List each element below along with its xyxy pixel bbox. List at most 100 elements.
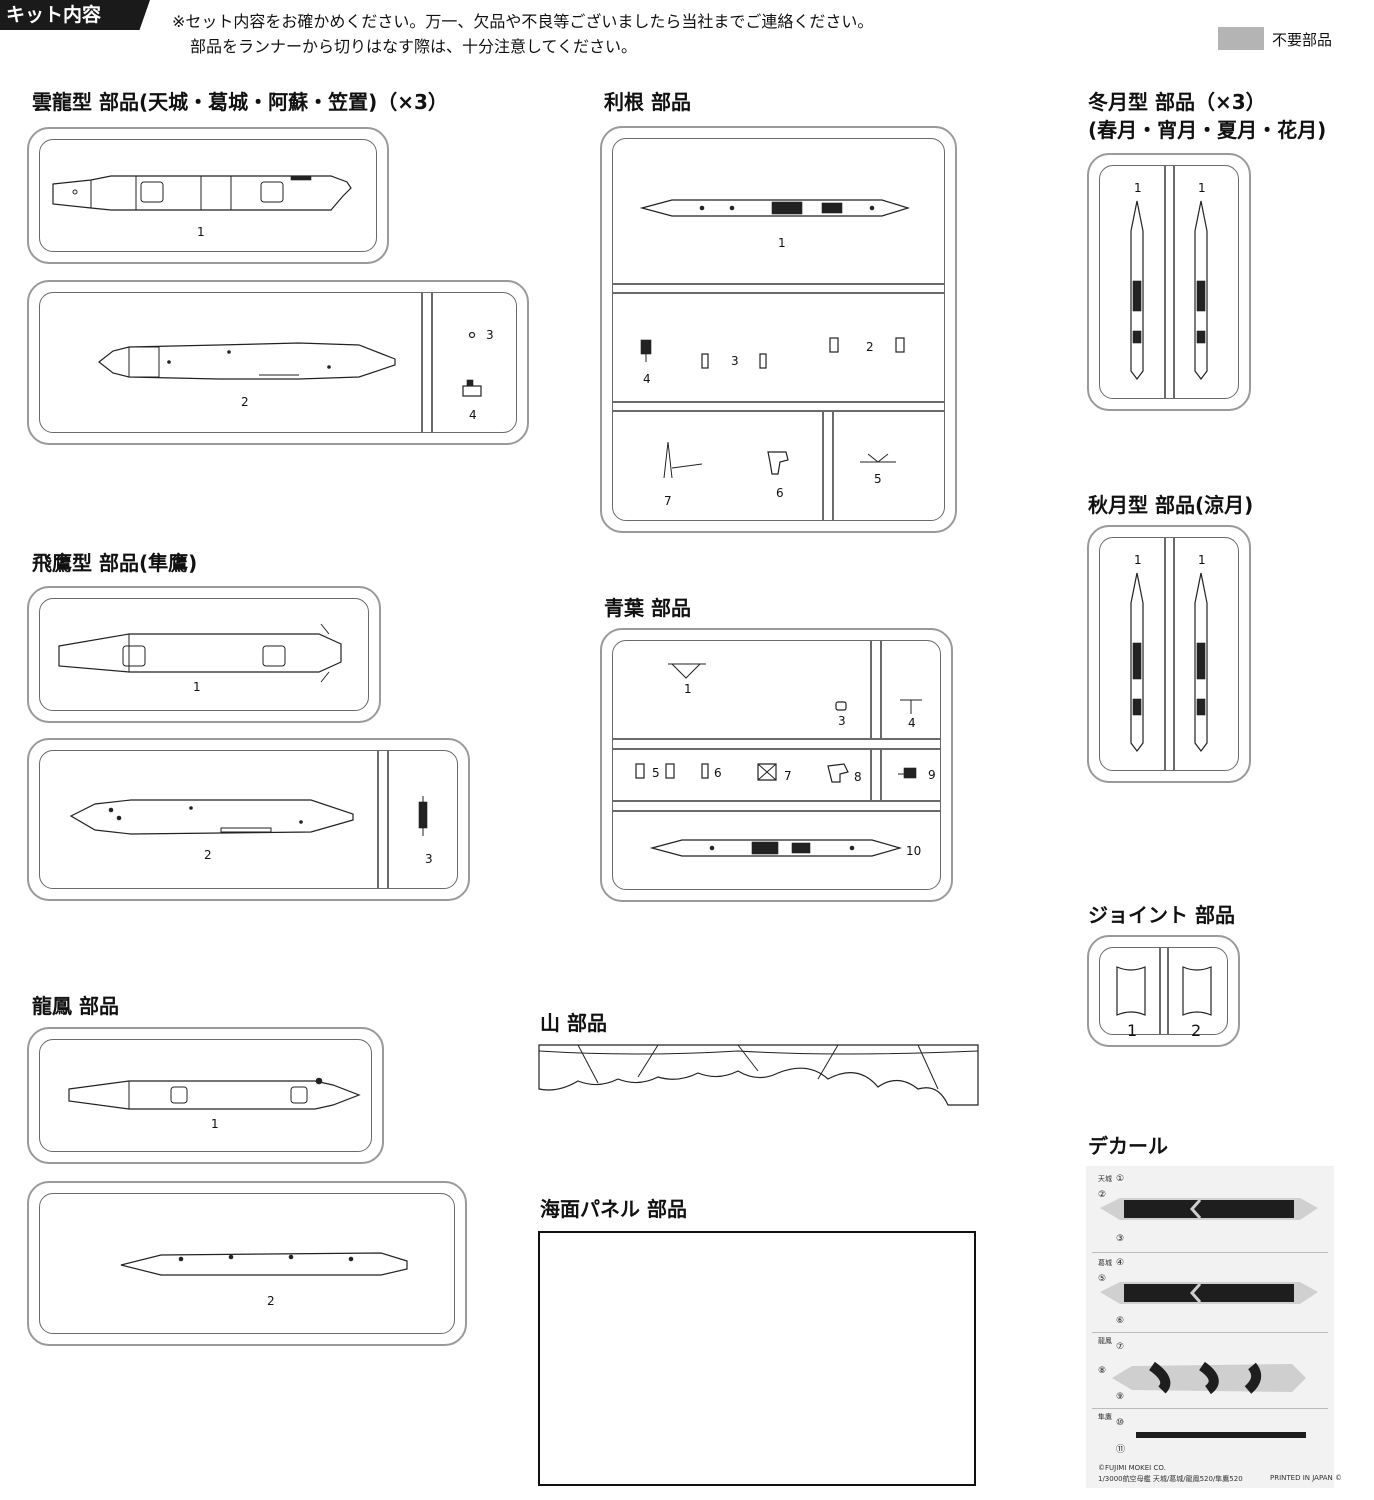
notice-line-1: ※セット内容をお確かめください。万一、欠品や不良等ございましたら当社までご連絡く…: [172, 12, 874, 31]
unryu-part-1-drawing: [52, 175, 352, 211]
part-number: 9: [928, 768, 936, 782]
part-number: 5: [874, 472, 882, 486]
decal-printed-in: PRINTED IN JAPAN ©: [1270, 1474, 1342, 1482]
ryuho-title: 龍鳳 部品: [32, 994, 119, 1018]
hiyo-part-3-drawing: [418, 796, 428, 836]
unused-parts-swatch: [1218, 27, 1264, 50]
joint-title: ジョイント 部品: [1088, 903, 1235, 927]
decal-number: ①: [1116, 1174, 1125, 1184]
unryu-part-4-drawing: [462, 379, 482, 397]
aoba-part-8-drawing: [827, 763, 849, 783]
akizuki-part-1b-drawing: [1194, 572, 1208, 752]
sea-panel-title: 海面パネル 部品: [540, 1197, 687, 1221]
part-number: 1: [1134, 553, 1142, 567]
decal-deck-ryuho-drawing: [1112, 1361, 1306, 1395]
ryuho-part-2-drawing: [120, 1252, 408, 1276]
part-number: 4: [643, 372, 651, 386]
decal-label-amagi: 天城: [1098, 1175, 1112, 1183]
part-number: 3: [731, 354, 739, 368]
fuyutsuki-part-1a-drawing: [1130, 200, 1144, 380]
aoba-title: 青葉 部品: [604, 596, 691, 620]
part-number: 1: [197, 225, 205, 239]
part-number: 4: [908, 716, 916, 730]
part-number: 1: [1198, 181, 1206, 195]
mountain-part-drawing: [538, 1044, 979, 1106]
hiyo-part-1-drawing: [58, 623, 342, 683]
hiyo-part-2-drawing: [69, 799, 354, 835]
part-number: 1: [1198, 553, 1206, 567]
part-number: 1: [684, 682, 692, 696]
decal-sheet: 天城 ① ② ③ 葛城 ④ ⑤ ⑥ 龍鳳 ⑦ ⑧ ⑨ 隼鷹 ⑩ ⑪ ©FUJIM…: [1086, 1166, 1342, 1488]
decal-deck-katsuragi-drawing: [1100, 1282, 1318, 1304]
hiyo-runner-b: 2 3: [27, 738, 470, 901]
part-number: 2: [1191, 1021, 1202, 1040]
joint-part-1-drawing: [1116, 966, 1146, 1016]
part-number: 3: [486, 328, 494, 342]
decal-number: ⑤: [1098, 1274, 1107, 1284]
tone-part-5-drawing: [860, 453, 896, 463]
decal-number: ⑩: [1116, 1418, 1125, 1428]
decal-number: ⑪: [1116, 1445, 1126, 1455]
part-number: 1: [193, 680, 201, 694]
section-badge: キット内容: [0, 0, 150, 30]
part-number: 2: [267, 1294, 275, 1308]
ryuho-runner-a: 1: [27, 1027, 384, 1164]
aoba-part-10-drawing: [649, 839, 903, 857]
unryu-runner-b: 2 3 4: [27, 280, 529, 445]
notice-line-2: 部品をランナーから切りはなす際は、十分注意してください。: [190, 37, 638, 56]
decal-product-line: 1/3000航空母艦 天城/葛城/龍鳳520/隼鷹520: [1098, 1475, 1243, 1483]
decal-number: ④: [1116, 1258, 1125, 1268]
ryuho-runner-b: 2: [27, 1181, 467, 1346]
decal-number: ⑧: [1098, 1366, 1107, 1376]
aoba-part-3-drawing: [835, 701, 847, 711]
joint-part-2-drawing: [1182, 966, 1212, 1016]
part-number: 1: [211, 1117, 219, 1131]
part-number: 6: [776, 486, 784, 500]
tone-part-7-drawing: [663, 441, 703, 479]
decal-number: ②: [1098, 1190, 1107, 1200]
decal-label-junyo: 隼鷹: [1098, 1413, 1112, 1421]
decal-deck-amagi-drawing: [1100, 1198, 1318, 1220]
decal-title: デカール: [1088, 1134, 1168, 1158]
joint-runner: 1 2: [1087, 935, 1240, 1047]
decal-stripe: [1136, 1432, 1306, 1438]
fuyutsuki-runner: 1 1: [1087, 153, 1251, 411]
aoba-parts-5-6-drawing: [635, 763, 709, 779]
part-number: 2: [204, 848, 212, 862]
unryu-part-2-drawing: [98, 342, 396, 380]
part-number: 1: [778, 236, 786, 250]
decal-number: ③: [1116, 1234, 1125, 1244]
unryu-title: 雲龍型 部品(天城・葛城・阿蘇・笠置)（×3）: [32, 90, 448, 114]
decal-label-katsuragi: 葛城: [1098, 1259, 1112, 1267]
tone-part-4-drawing: [640, 339, 652, 362]
aoba-part-4-drawing: [900, 699, 922, 714]
part-number: 10: [906, 844, 922, 858]
tone-part-3-drawing: [701, 353, 767, 369]
sea-panel-part: [538, 1231, 976, 1486]
decal-number: ⑨: [1116, 1392, 1125, 1402]
tone-part-2-drawing: [829, 337, 905, 353]
ryuho-part-1-drawing: [68, 1077, 361, 1110]
part-number: 7: [784, 769, 792, 783]
fuyutsuki-title-line-1: 冬月型 部品（×3）: [1088, 90, 1266, 114]
unryu-runner-a: 1: [27, 127, 389, 264]
part-number: 8: [854, 770, 862, 784]
mountain-title: 山 部品: [540, 1011, 607, 1035]
part-number: 3: [425, 852, 433, 866]
part-number: 1: [1127, 1021, 1138, 1040]
unused-parts-label: 不要部品: [1272, 31, 1333, 49]
tone-part-1-drawing: [639, 199, 911, 217]
aoba-part-9-drawing: [898, 767, 917, 779]
tone-runner: 1 4 3 2 7 6 5: [600, 126, 957, 533]
aoba-runner: 1 3 4 5 6 7 8 9 10: [600, 628, 953, 902]
part-number: 3: [838, 714, 846, 728]
akizuki-runner: 1 1: [1087, 525, 1251, 783]
aoba-part-7-drawing: [757, 763, 777, 781]
unryu-part-3-drawing: [468, 331, 476, 339]
akizuki-title: 秋月型 部品(涼月): [1088, 493, 1254, 517]
part-number: 2: [866, 340, 874, 354]
part-number: 6: [714, 766, 722, 780]
fuyutsuki-part-1b-drawing: [1194, 200, 1208, 380]
part-number: 1: [1134, 181, 1142, 195]
part-number: 4: [469, 408, 477, 422]
